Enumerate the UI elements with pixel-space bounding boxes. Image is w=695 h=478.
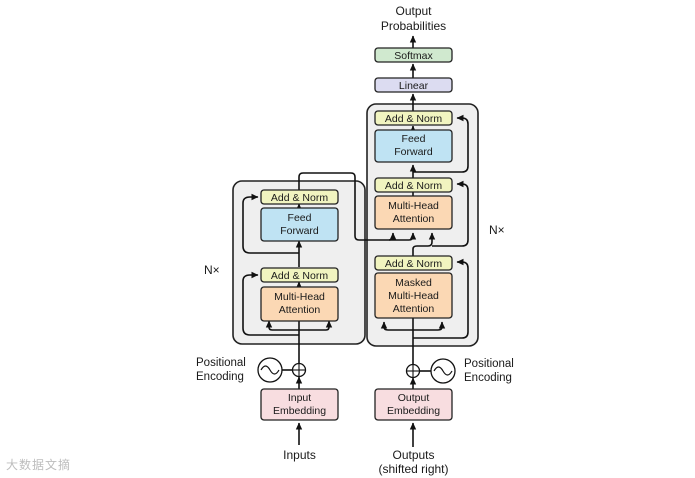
decoder-feed-forward bbox=[374, 129, 453, 163]
encoder-positional-label-2: Encoding bbox=[196, 371, 244, 383]
encoder-repeat-label: N× bbox=[204, 263, 220, 277]
decoder-add-norm-mid bbox=[374, 177, 453, 193]
encoder-positional-label-1: Positional bbox=[196, 357, 246, 369]
inputs-label: Inputs bbox=[283, 448, 316, 462]
decoder-add-norm-mid-label: Add & Norm bbox=[385, 180, 442, 192]
encoder: Add & Norm Feed Forward Add & Norm Multi… bbox=[196, 172, 417, 462]
decoder-repeat-label: N× bbox=[489, 223, 505, 237]
outputs-label-2: (shifted right) bbox=[378, 462, 448, 476]
decoder-add-norm-bottom-label: Add & Norm bbox=[385, 258, 442, 270]
encoder-add-norm-bottom-label: Add & Norm bbox=[271, 270, 328, 282]
decoder-positional-label-2: Encoding bbox=[464, 372, 512, 384]
decoder-masked-attention-label-1: Masked bbox=[395, 277, 432, 289]
encoder-feed-forward-label-1: Feed bbox=[288, 212, 312, 224]
decoder-cross-attention-label-2: Attention bbox=[393, 213, 435, 225]
decoder-add-norm-top-label: Add & Norm bbox=[385, 113, 442, 125]
encoder-add-norm-bottom bbox=[260, 267, 339, 283]
linear-block bbox=[374, 77, 453, 93]
softmax-label: Softmax bbox=[394, 50, 433, 62]
decoder-feed-forward-label-1: Feed bbox=[402, 133, 426, 145]
encoder-feed-forward-label-2: Forward bbox=[280, 225, 319, 237]
encoder-add-norm-top bbox=[260, 189, 339, 205]
softmax-block bbox=[374, 47, 453, 63]
decoder-masked-attention bbox=[374, 272, 453, 319]
input-embedding-label-1: Input bbox=[288, 392, 311, 404]
decoder-masked-attention-label-3: Attention bbox=[393, 303, 435, 315]
output-embedding-label-2: Embedding bbox=[387, 405, 440, 417]
output-probabilities-label-2: Probabilities bbox=[381, 19, 446, 33]
input-embedding bbox=[260, 388, 339, 421]
encoder-add-norm-top-label: Add & Norm bbox=[271, 192, 328, 204]
encoder-multi-head-attention bbox=[260, 286, 339, 322]
decoder-cross-attention-label-1: Multi-Head bbox=[388, 200, 439, 212]
watermark: 大数据文摘 bbox=[6, 458, 72, 472]
decoder: Softmax Linear Add & Norm Feed Forward A… bbox=[374, 4, 514, 476]
decoder-feed-forward-label-2: Forward bbox=[394, 146, 433, 158]
encoder-attention-label-1: Multi-Head bbox=[274, 291, 325, 303]
linear-label: Linear bbox=[399, 80, 429, 92]
output-probabilities-label-1: Output bbox=[395, 4, 432, 18]
input-embedding-label-2: Embedding bbox=[273, 405, 326, 417]
decoder-cross-attention bbox=[374, 195, 453, 230]
decoder-add-norm-bottom bbox=[374, 255, 453, 271]
output-embedding bbox=[374, 388, 453, 421]
decoder-add-norm-top bbox=[374, 110, 453, 126]
decoder-masked-attention-label-2: Multi-Head bbox=[388, 290, 439, 302]
decoder-positional-label-1: Positional bbox=[464, 358, 514, 370]
encoder-feed-forward bbox=[260, 207, 339, 242]
output-embedding-label-1: Output bbox=[398, 392, 430, 404]
encoder-attention-label-2: Attention bbox=[279, 304, 321, 316]
outputs-label-1: Outputs bbox=[392, 448, 434, 462]
